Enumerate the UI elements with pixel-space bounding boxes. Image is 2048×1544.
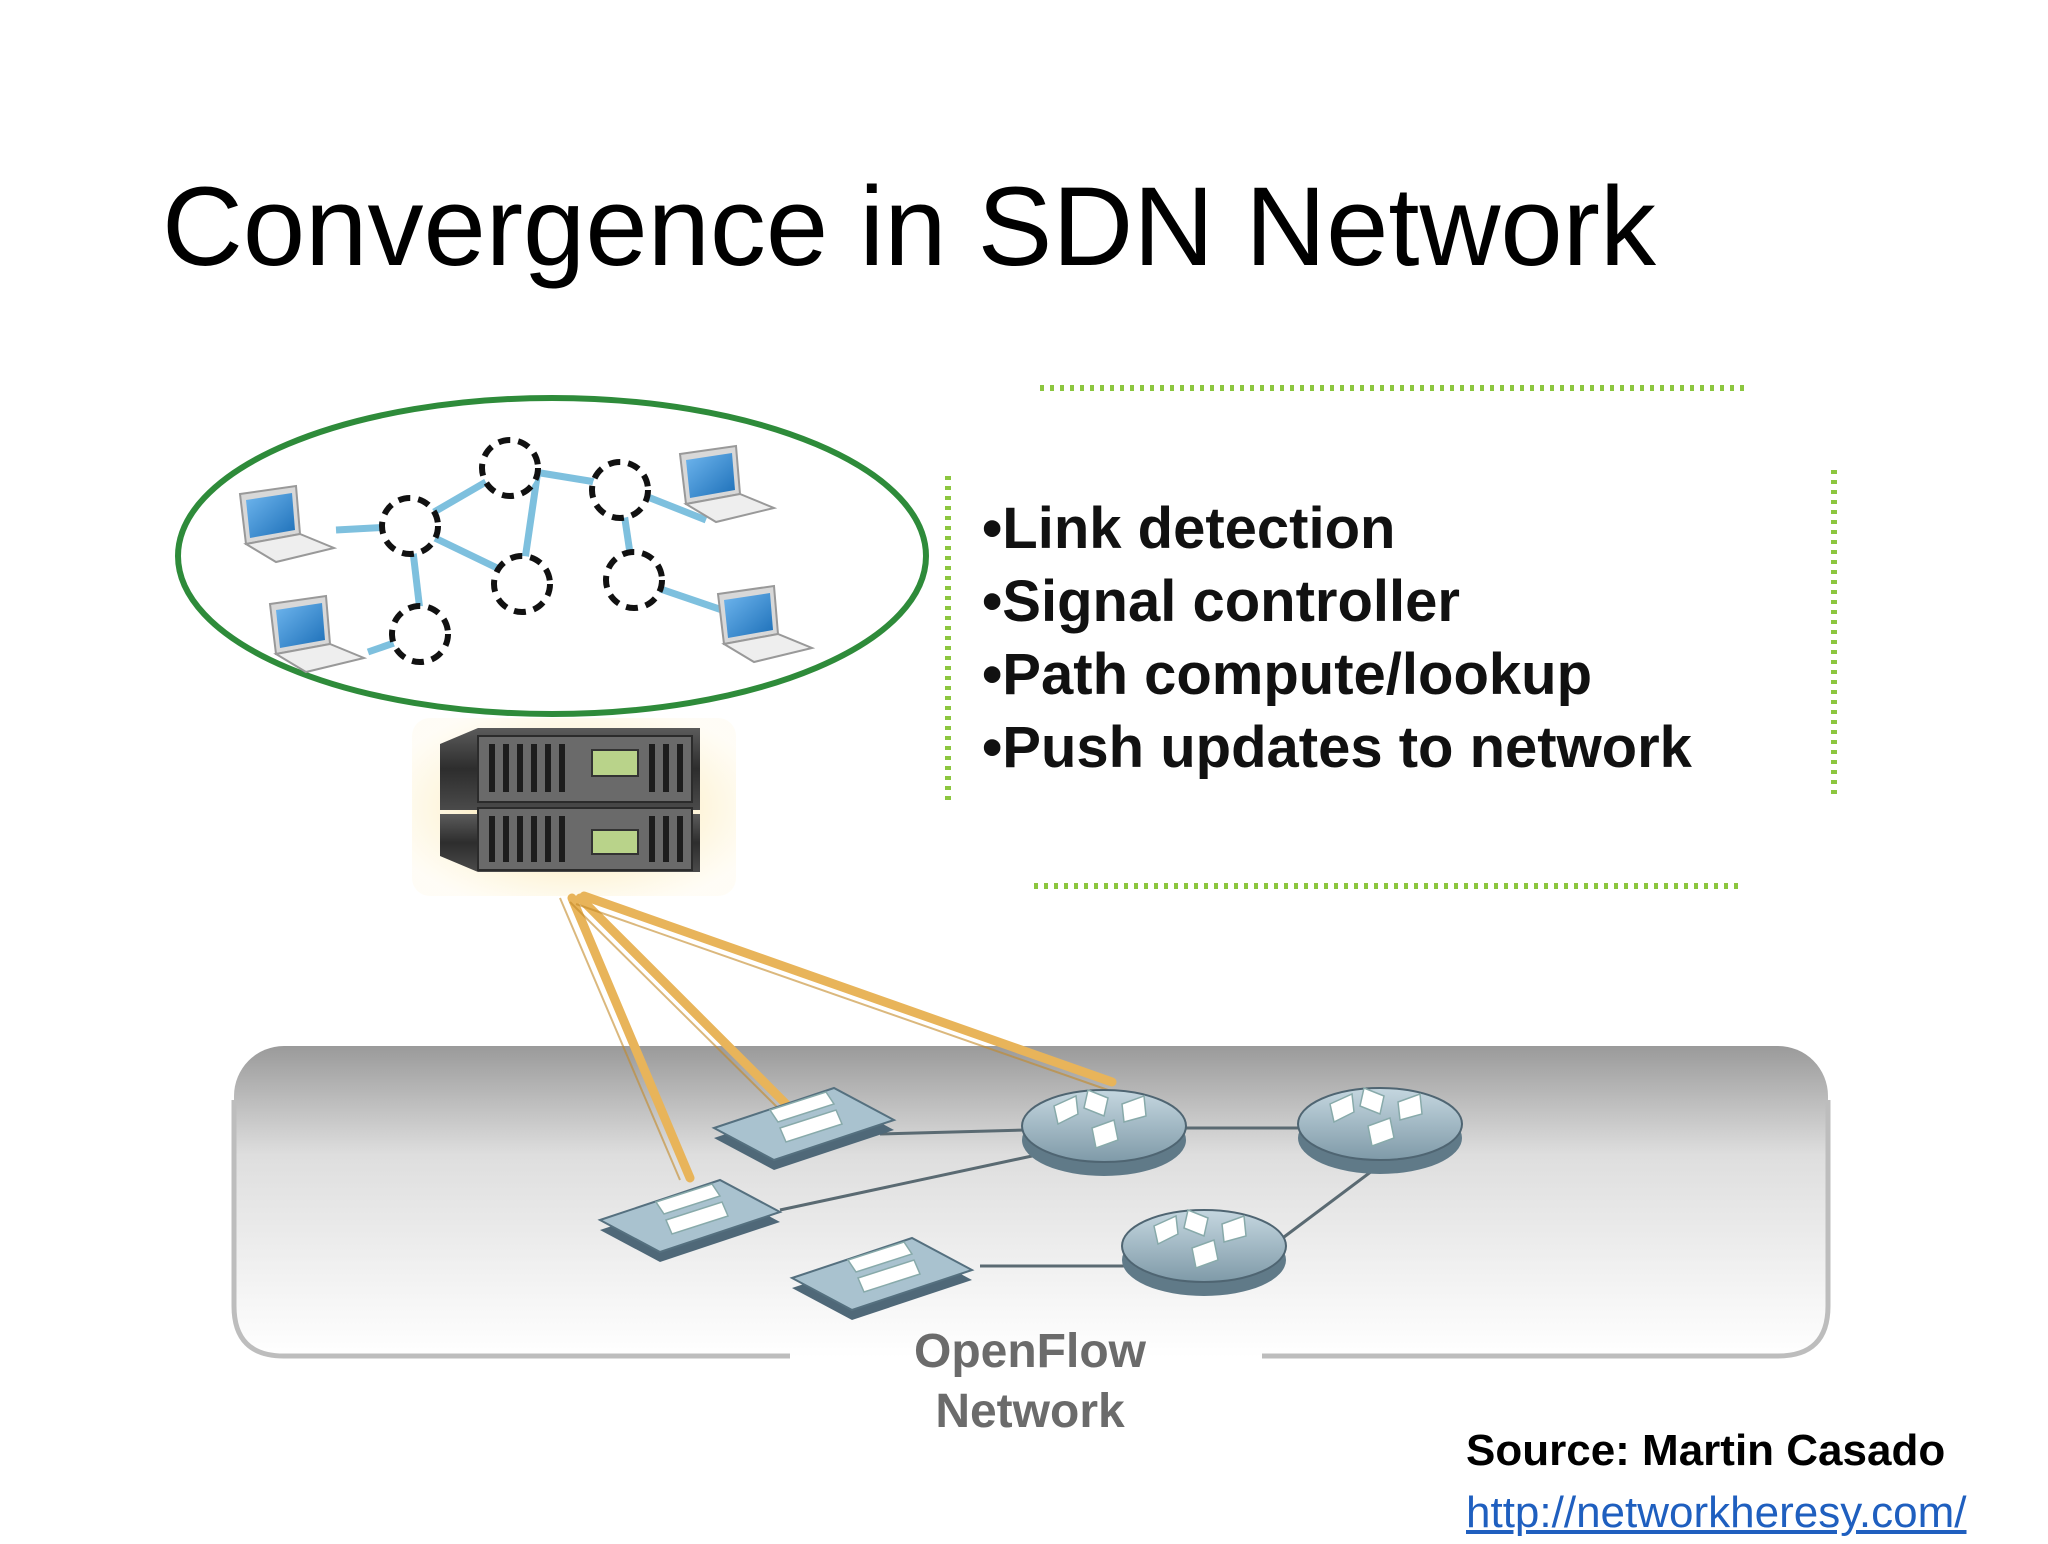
router-icon (1297, 1087, 1463, 1175)
controller-links (567, 891, 1117, 1183)
server-icon (412, 718, 736, 896)
bullet-item: •Link detection (982, 496, 1396, 561)
dashed-node-icon (379, 495, 441, 557)
bullet-item: •Signal controller (982, 569, 1460, 634)
router-icon (1121, 1209, 1287, 1297)
bullet-list: •Link detection •Signal controller •Path… (982, 492, 1692, 784)
dotted-frame (945, 385, 1837, 889)
source-link[interactable]: http://networkheresy.com/ (1466, 1488, 1967, 1537)
bullet-item: •Push updates to network (982, 715, 1692, 780)
openflow-network-panel (231, 1046, 1831, 1359)
dashed-node-icon (491, 553, 553, 615)
openflow-label-line1: OpenFlow (914, 1325, 1146, 1378)
slide-title: Convergence in SDN Network (162, 164, 1656, 289)
openflow-network-label: OpenFlow Network (860, 1322, 1200, 1442)
openflow-label-line2: Network (935, 1385, 1125, 1438)
controller-ellipse (175, 395, 929, 717)
dashed-node-icon (603, 549, 665, 611)
bullet-item: •Path compute/lookup (982, 642, 1592, 707)
router-icon (1021, 1089, 1187, 1177)
source-citation: Source: Martin Casado http://networkhere… (1466, 1420, 1967, 1544)
source-label: Source: Martin Casado (1466, 1426, 1946, 1475)
dashed-node-icon (389, 603, 451, 665)
dashed-node-icon (589, 459, 651, 521)
dashed-node-icon (479, 437, 541, 499)
